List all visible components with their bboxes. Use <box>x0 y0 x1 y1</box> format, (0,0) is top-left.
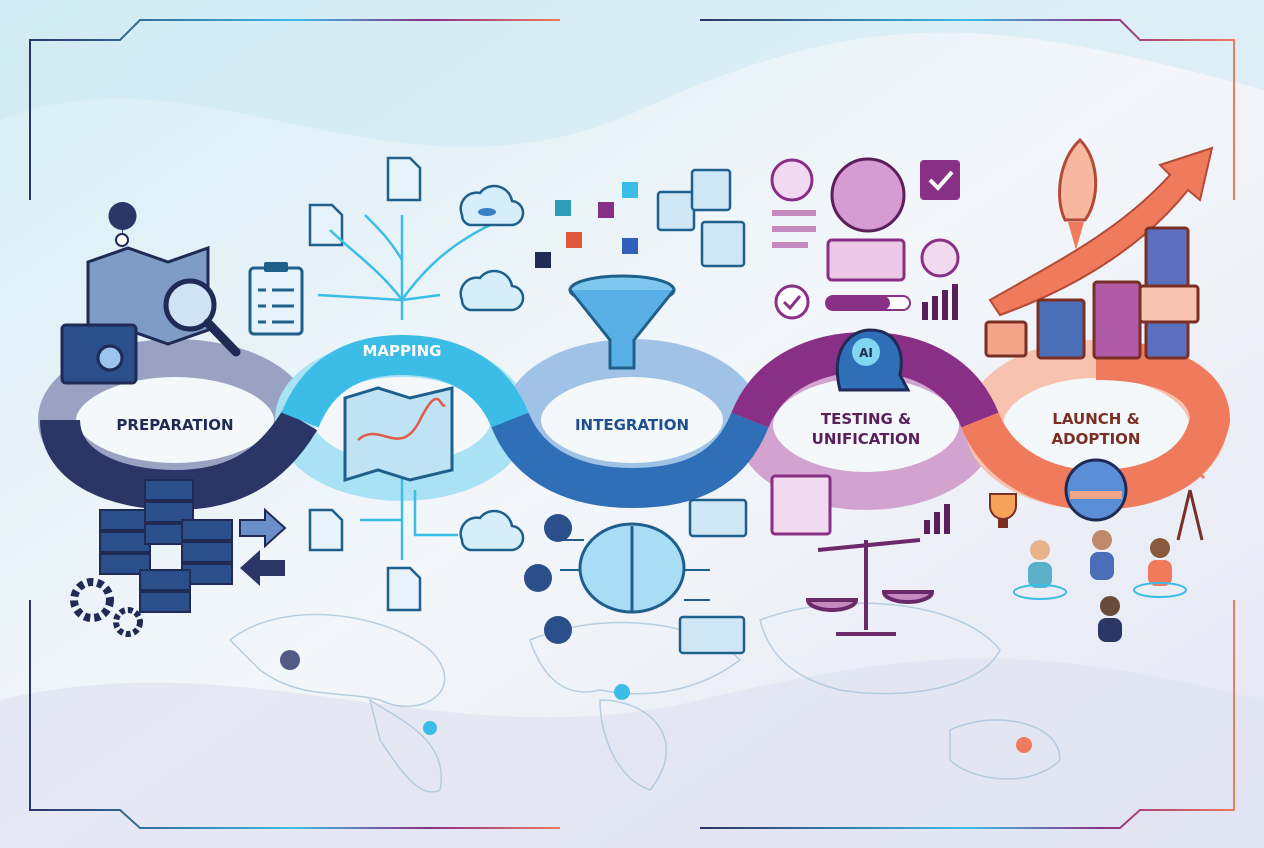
magnifier-icon <box>163 278 241 357</box>
brain-network-icon <box>560 522 710 614</box>
stage-label: UNIFICATION <box>812 430 921 448</box>
stage-label: INTEGRATION <box>575 416 689 434</box>
stage-label: LAUNCH & <box>1052 410 1139 428</box>
user-avatar-icon <box>770 157 960 278</box>
clipboard-checklist-icon <box>248 262 304 336</box>
bar-chart-icon <box>770 284 958 536</box>
head-gear-icon <box>524 514 572 644</box>
globe-handshake-icon <box>1064 458 1128 522</box>
antenna-icon <box>1174 469 1206 541</box>
stage-labels: PREPARATION MAPPING INTEGRATION TESTING & UN… <box>116 342 1140 448</box>
profile-card-icon <box>984 226 1200 360</box>
location-pins <box>280 650 1032 753</box>
rocket-icon <box>1058 137 1098 250</box>
world-map <box>228 602 1061 793</box>
ribbon-segment <box>961 340 1231 511</box>
ai-badge: AI <box>859 346 873 360</box>
stage-label: TESTING & <box>821 410 911 428</box>
circuit-frame <box>13 19 1251 829</box>
folder-icon <box>60 323 138 385</box>
branching-arrows-icon <box>317 214 491 560</box>
ribbon-segment <box>281 334 529 429</box>
profile-card-icon <box>772 210 906 282</box>
background-wave-top <box>0 0 1264 147</box>
background-wave-bottom <box>0 658 1264 848</box>
ribbon-segment <box>491 411 769 509</box>
cloud-sync-icon <box>459 269 525 552</box>
scales-icon <box>805 538 935 636</box>
progress-bar-icon <box>825 295 911 311</box>
stage-label: PREPARATION <box>116 416 233 434</box>
trophy-icon <box>989 493 1017 528</box>
server-stack-icon <box>99 479 233 613</box>
ai-head-icon: AI <box>835 328 911 392</box>
profile-card-icon <box>656 168 748 655</box>
map-pin-icon <box>108 202 137 256</box>
gear-icon <box>70 578 143 637</box>
checkbox-icon <box>774 160 960 320</box>
data-cubes-icon <box>535 182 638 268</box>
cloud-database-icon <box>459 184 525 227</box>
people-celebrating-icon <box>1013 530 1187 642</box>
stage-label: ADOPTION <box>1052 430 1141 448</box>
growth-arrow-icon <box>988 146 1214 317</box>
funnel-icon <box>568 274 676 370</box>
stage-label: MAPPING <box>363 342 442 360</box>
arrows-icon <box>239 507 287 586</box>
route-map-icon <box>343 386 454 483</box>
